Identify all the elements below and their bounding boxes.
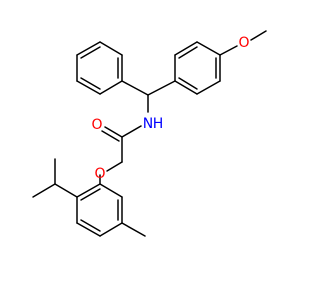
ether-oxygen-label: O — [94, 166, 105, 182]
methyl-group — [121, 222, 146, 237]
structure-diagram: O N H O O — [32, 30, 267, 237]
benzhydryl-center — [121, 80, 176, 113]
aryl-ring — [76, 174, 123, 237]
amide-linker — [101, 125, 142, 172]
methoxy-group — [219, 30, 267, 56]
methoxyphenyl-ring — [174, 41, 221, 95]
amide-hydrogen-label: H — [153, 116, 164, 132]
isopropyl-group — [32, 158, 78, 198]
phenyl-ring — [76, 41, 123, 95]
structure-svg: O N H O O — [32, 30, 267, 237]
carbonyl-oxygen-label: O — [91, 117, 102, 133]
methoxy-oxygen-label: O — [238, 35, 249, 51]
amide-nitrogen-label: N — [143, 116, 153, 132]
